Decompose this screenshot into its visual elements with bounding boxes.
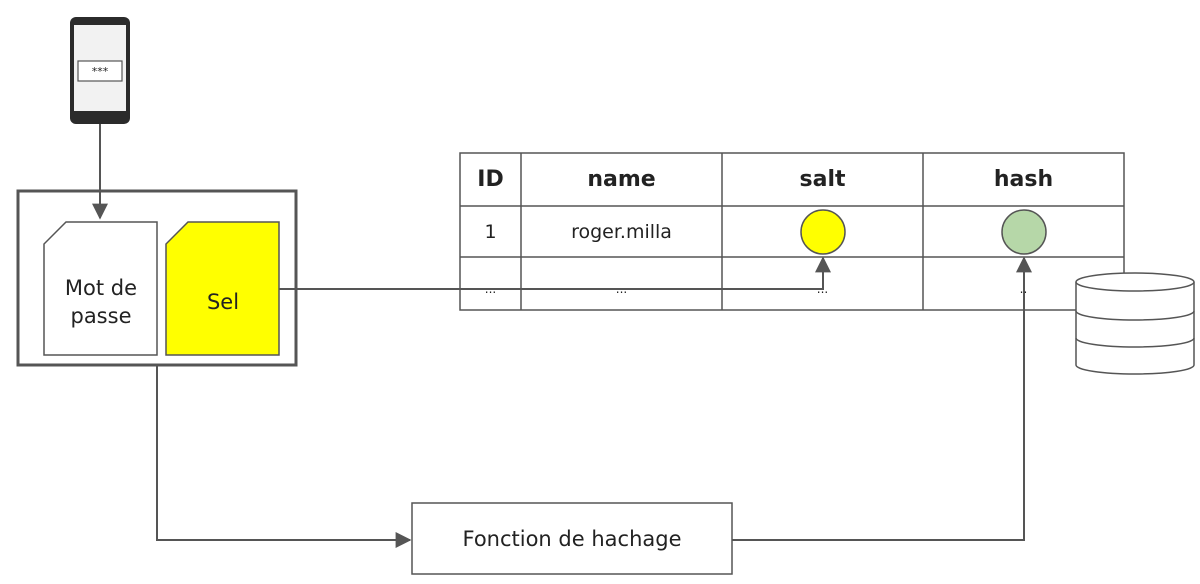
hash-value-dot <box>1001 209 1047 255</box>
table-cell-ellipsis-salt: ... <box>816 282 829 296</box>
password-document-icon <box>43 221 158 356</box>
hash-function-box <box>411 502 733 575</box>
arrow-hash-function-to-table <box>732 256 1032 541</box>
password-mask-text: *** <box>91 64 109 78</box>
table-cell-ellipsis-id: ... <box>484 282 497 296</box>
table-header-hash: hash <box>993 167 1054 192</box>
table-cell-id: 1 <box>484 220 497 243</box>
smartphone-icon <box>70 17 130 124</box>
table-header-name: name <box>587 167 656 192</box>
arrow-inputs-to-hash-function <box>156 365 412 548</box>
password-document-label: Mot de passe <box>64 276 138 328</box>
table-cell-ellipsis-hash: .. <box>1019 282 1028 296</box>
database-icon <box>1075 272 1195 375</box>
table-cell-name: roger.milla <box>571 220 672 243</box>
salt-document-label: Sel <box>206 290 240 314</box>
arrow-salt-to-table <box>279 256 831 290</box>
table-header-salt: salt <box>799 167 846 192</box>
table-cell-ellipsis-name: ... <box>615 282 628 296</box>
salt-value-dot <box>800 209 846 255</box>
table-header-id: ID <box>477 167 504 192</box>
salt-document-icon <box>165 221 280 356</box>
hash-function-label: Fonction de hachage <box>462 526 682 551</box>
